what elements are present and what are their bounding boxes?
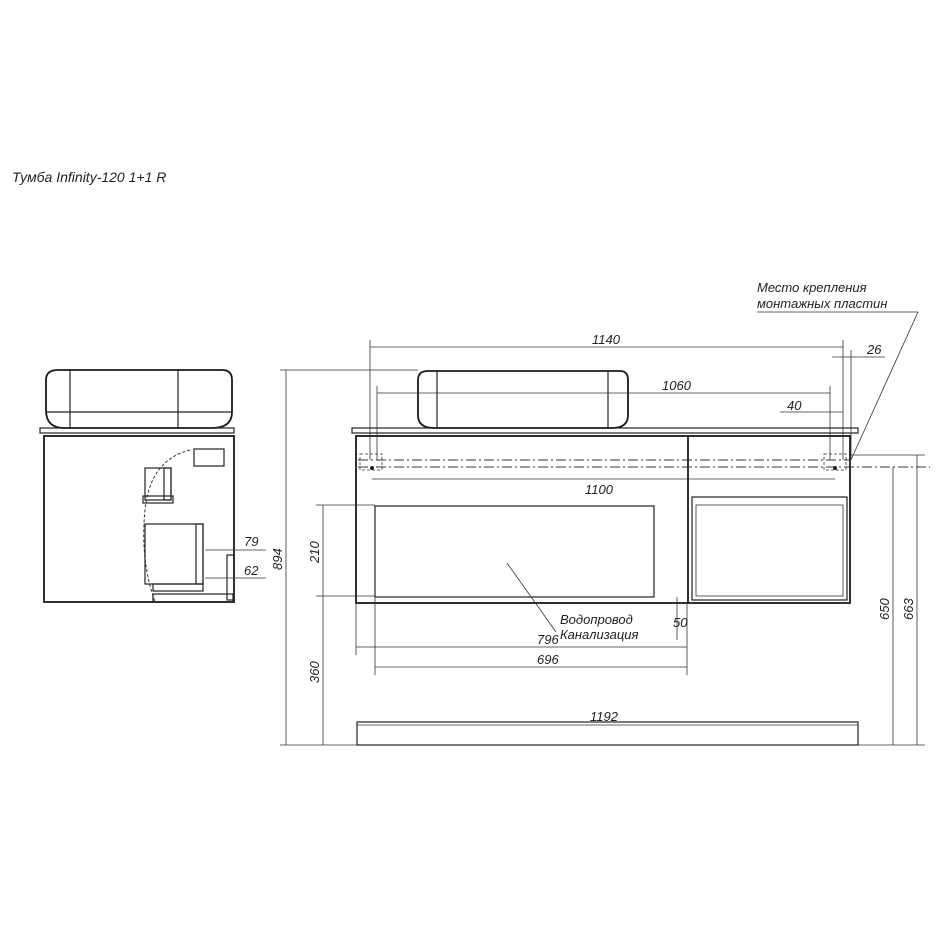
side-sink <box>45 369 233 429</box>
dim-79: 79 <box>244 534 258 549</box>
annotations: Водопровод Канализация Место крепления м… <box>506 280 919 642</box>
label-mounting-line1: Место крепления <box>757 280 867 295</box>
front-countertop <box>351 427 859 434</box>
drawer-front <box>691 496 848 601</box>
dim-210: 210 <box>307 541 322 564</box>
drawing-title: Тумба Infinity-120 1+1 R <box>12 169 166 185</box>
hatched-utility-zone <box>374 505 655 598</box>
dim-663: 663 <box>901 598 916 620</box>
front-view <box>351 370 930 746</box>
side-countertop <box>39 427 235 434</box>
dim-62: 62 <box>244 563 259 578</box>
front-cabinet <box>355 435 851 604</box>
front-sink <box>417 370 629 429</box>
label-sewer: Канализация <box>560 627 638 642</box>
dim-650: 650 <box>877 598 892 620</box>
dim-696: 696 <box>537 652 559 667</box>
dim-796: 796 <box>537 632 559 647</box>
label-water-supply: Водопровод <box>560 612 633 627</box>
dim-50: 50 <box>673 615 688 630</box>
dim-360: 360 <box>307 661 322 683</box>
dim-1060: 1060 <box>662 378 692 393</box>
dim-40: 40 <box>787 398 802 413</box>
bottom-panel <box>356 721 859 746</box>
side-cabinet <box>43 435 235 603</box>
dim-1192: 1192 <box>590 709 619 724</box>
dim-1100: 1100 <box>585 482 614 497</box>
label-mounting-line2: монтажных пластин <box>757 296 887 311</box>
dim-1140: 1140 <box>592 332 621 347</box>
side-view: 79 62 <box>39 369 266 603</box>
dim-894: 894 <box>270 548 285 570</box>
dimension-lines: 1140 26 1060 40 1100 894 210 360 650 663… <box>270 332 925 746</box>
dim-26: 26 <box>866 342 882 357</box>
